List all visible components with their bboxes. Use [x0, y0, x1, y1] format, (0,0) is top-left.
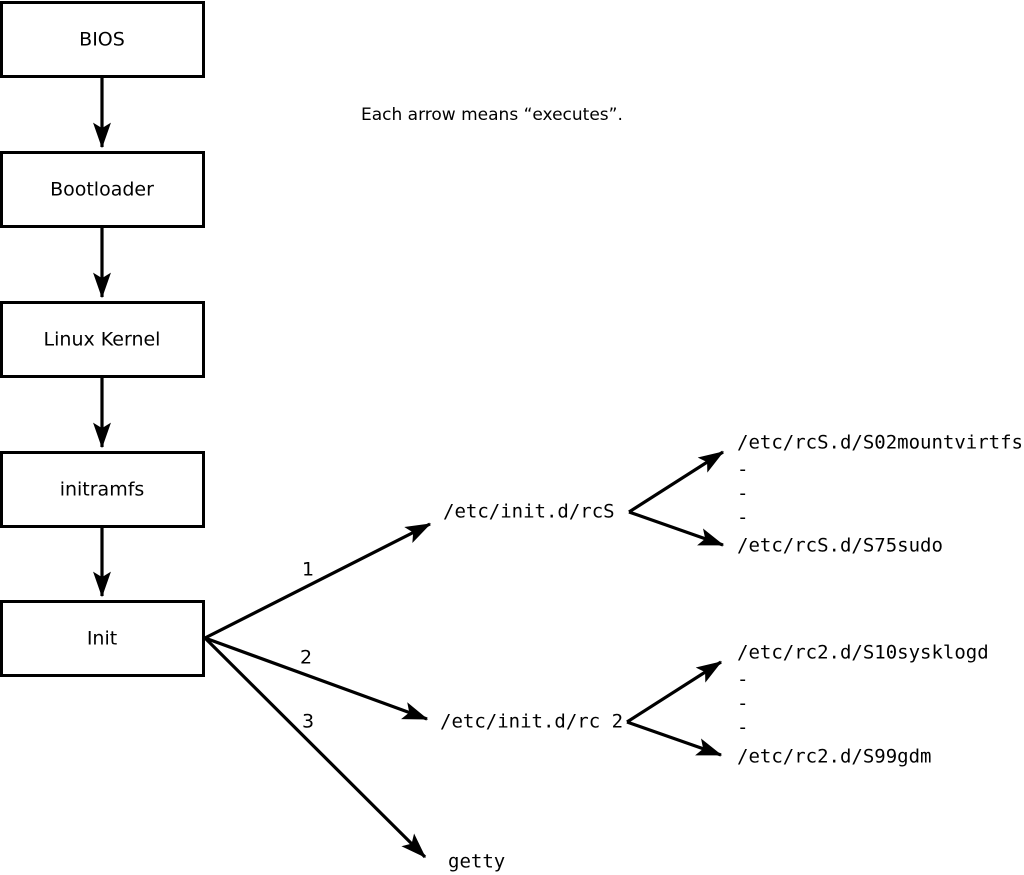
branch-number-2: 2 — [300, 647, 312, 669]
node-bootloader-label: Bootloader — [50, 179, 154, 201]
init-branch-numbers: 1 2 3 — [300, 559, 314, 733]
node-initramfs-rect[interactable] — [0, 451, 205, 528]
branch-target-getty[interactable]: getty — [448, 851, 505, 873]
node-initramfs[interactable]: initramfs — [0, 451, 205, 528]
node-linux-kernel-rect[interactable] — [0, 301, 205, 378]
rc2-subtree: /etc/rc2.d/S10sysklogd - - - /etc/rc2.d/… — [626, 642, 989, 768]
rc2-last-script[interactable]: /etc/rc2.d/S99gdm — [737, 746, 931, 768]
node-init-label: Init — [87, 628, 117, 650]
branch-number-1: 1 — [302, 559, 314, 581]
node-init-rect[interactable] — [0, 600, 205, 677]
rcs-ellipsis-dash-2: - — [737, 483, 748, 505]
rcs-ellipsis-dash-3: - — [737, 507, 748, 529]
branch-target-rcs[interactable]: /etc/init.d/rcS — [443, 501, 615, 523]
node-bios-label: BIOS — [79, 29, 125, 51]
rc2-ellipsis-dash-2: - — [737, 693, 748, 715]
rcs-subtree: /etc/rcS.d/S02mountvirtfs - - - /etc/rcS… — [628, 432, 1023, 557]
arrow-init-to-rc2 — [204, 636, 429, 721]
rc2-ellipsis-dash-1: - — [737, 669, 748, 691]
boot-chain-group: BIOS Bootloader Linux Kernel initramfs I… — [0, 1, 205, 677]
node-linux-kernel[interactable]: Linux Kernel — [0, 301, 205, 378]
node-init[interactable]: Init — [0, 600, 205, 677]
node-linux-kernel-label: Linux Kernel — [44, 329, 161, 351]
arrow-init-to-rcs — [204, 522, 432, 640]
init-branch-arrows — [203, 522, 432, 859]
node-initramfs-label: initramfs — [60, 479, 145, 501]
rcs-first-script[interactable]: /etc/rcS.d/S02mountvirtfs — [737, 432, 1023, 454]
node-bios[interactable]: BIOS — [0, 1, 205, 78]
rcs-ellipsis-dash-1: - — [737, 459, 748, 481]
arrow-rcs-to-last-script — [628, 510, 725, 547]
rcs-last-script[interactable]: /etc/rcS.d/S75sudo — [737, 535, 943, 557]
rc2-first-script[interactable]: /etc/rc2.d/S10sysklogd — [737, 642, 989, 664]
node-bootloader-rect[interactable] — [0, 151, 205, 228]
branch-number-3: 3 — [302, 711, 314, 733]
arrow-rc2-to-first-script — [626, 660, 723, 724]
arrow-rcs-to-first-script — [628, 450, 725, 514]
arrow-init-to-getty — [203, 636, 427, 859]
rc2-ellipsis-dash-3: - — [737, 717, 748, 739]
branch-target-rc2[interactable]: /etc/init.d/rc 2 — [440, 711, 623, 733]
arrow-rc2-to-last-script — [626, 720, 723, 757]
init-branch-targets: /etc/init.d/rcS /etc/init.d/rc 2 getty — [440, 501, 623, 873]
legend-note: Each arrow means “executes”. — [361, 105, 623, 125]
node-bios-rect[interactable] — [0, 1, 205, 78]
node-bootloader[interactable]: Bootloader — [0, 151, 205, 228]
